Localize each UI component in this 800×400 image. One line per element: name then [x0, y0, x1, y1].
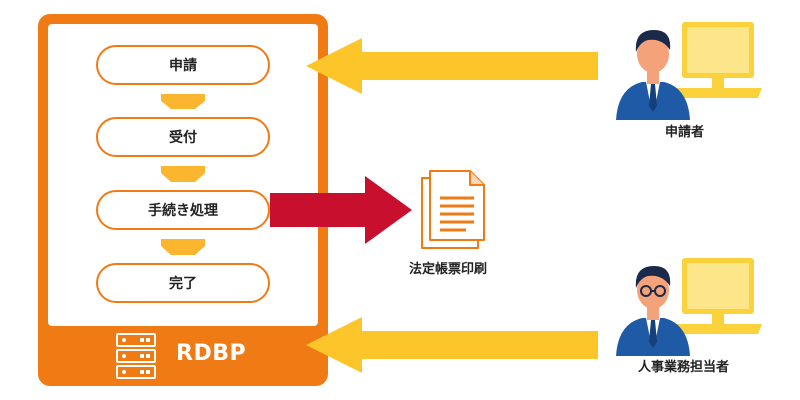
person-at-laptop-icon [616, 22, 762, 120]
person-with-glasses-at-laptop-icon [616, 258, 762, 356]
hr-staff-label: 人事業務担当者 [638, 360, 730, 375]
step-arrow-3 [161, 239, 205, 255]
arrow-from-hr-staff [306, 317, 598, 373]
applicant-label: 申請者 [665, 125, 705, 140]
document-stack-icon [421, 170, 485, 249]
step-receive: 受付 [96, 117, 270, 157]
step-processing: 手続き処理 [96, 190, 270, 230]
step-arrow-1 [161, 94, 205, 109]
step-complete: 完了 [96, 263, 270, 303]
output-label: 法定帳票印刷 [409, 262, 488, 277]
system-name: RDBP [176, 341, 247, 366]
arrow-to-output [270, 176, 412, 244]
arrow-from-applicant [306, 38, 598, 94]
server-icon [116, 333, 156, 379]
step-arrow-2 [161, 166, 205, 182]
step-apply: 申請 [96, 45, 270, 85]
